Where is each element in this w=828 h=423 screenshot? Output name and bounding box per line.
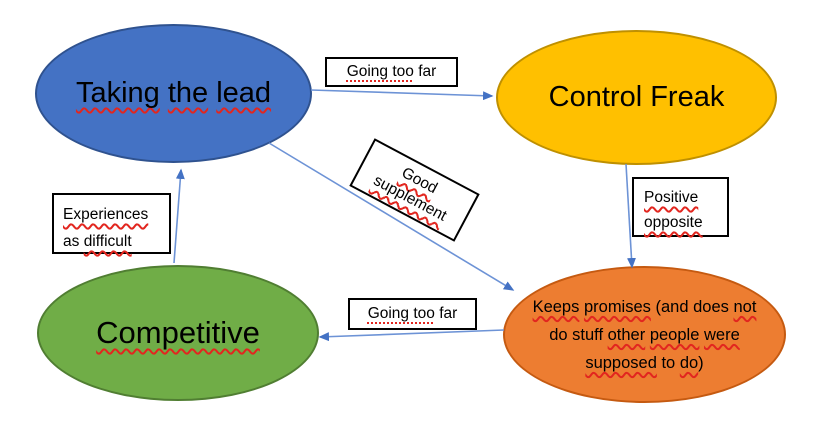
node-taking-the-lead[interactable]: Taking the lead (35, 24, 312, 163)
node-control-freak[interactable]: Control Freak (496, 30, 777, 165)
arrow-taking-to-keeps[interactable] (268, 142, 515, 291)
node-control-freak-label: Control Freak (548, 80, 725, 113)
arrow-competitive-to-taking[interactable] (173, 168, 185, 264)
arrow-keeps-to-competitive[interactable] (318, 329, 505, 342)
label-going-too-far-bottom[interactable]: Going too far (348, 298, 477, 330)
label-going-too-far-bottom-text: Going too far (367, 305, 458, 322)
node-taking-the-lead-label: Taking the lead (75, 76, 272, 109)
node-competitive-label: Competitive (96, 315, 260, 350)
arrow-control-to-keeps[interactable] (625, 163, 636, 269)
node-competitive[interactable]: Competitive (37, 265, 319, 401)
label-going-too-far-top[interactable]: Going too far (325, 57, 458, 87)
label-going-too-far-top-text: Going too far (346, 63, 437, 80)
arrow-taking-to-control[interactable] (310, 89, 494, 101)
